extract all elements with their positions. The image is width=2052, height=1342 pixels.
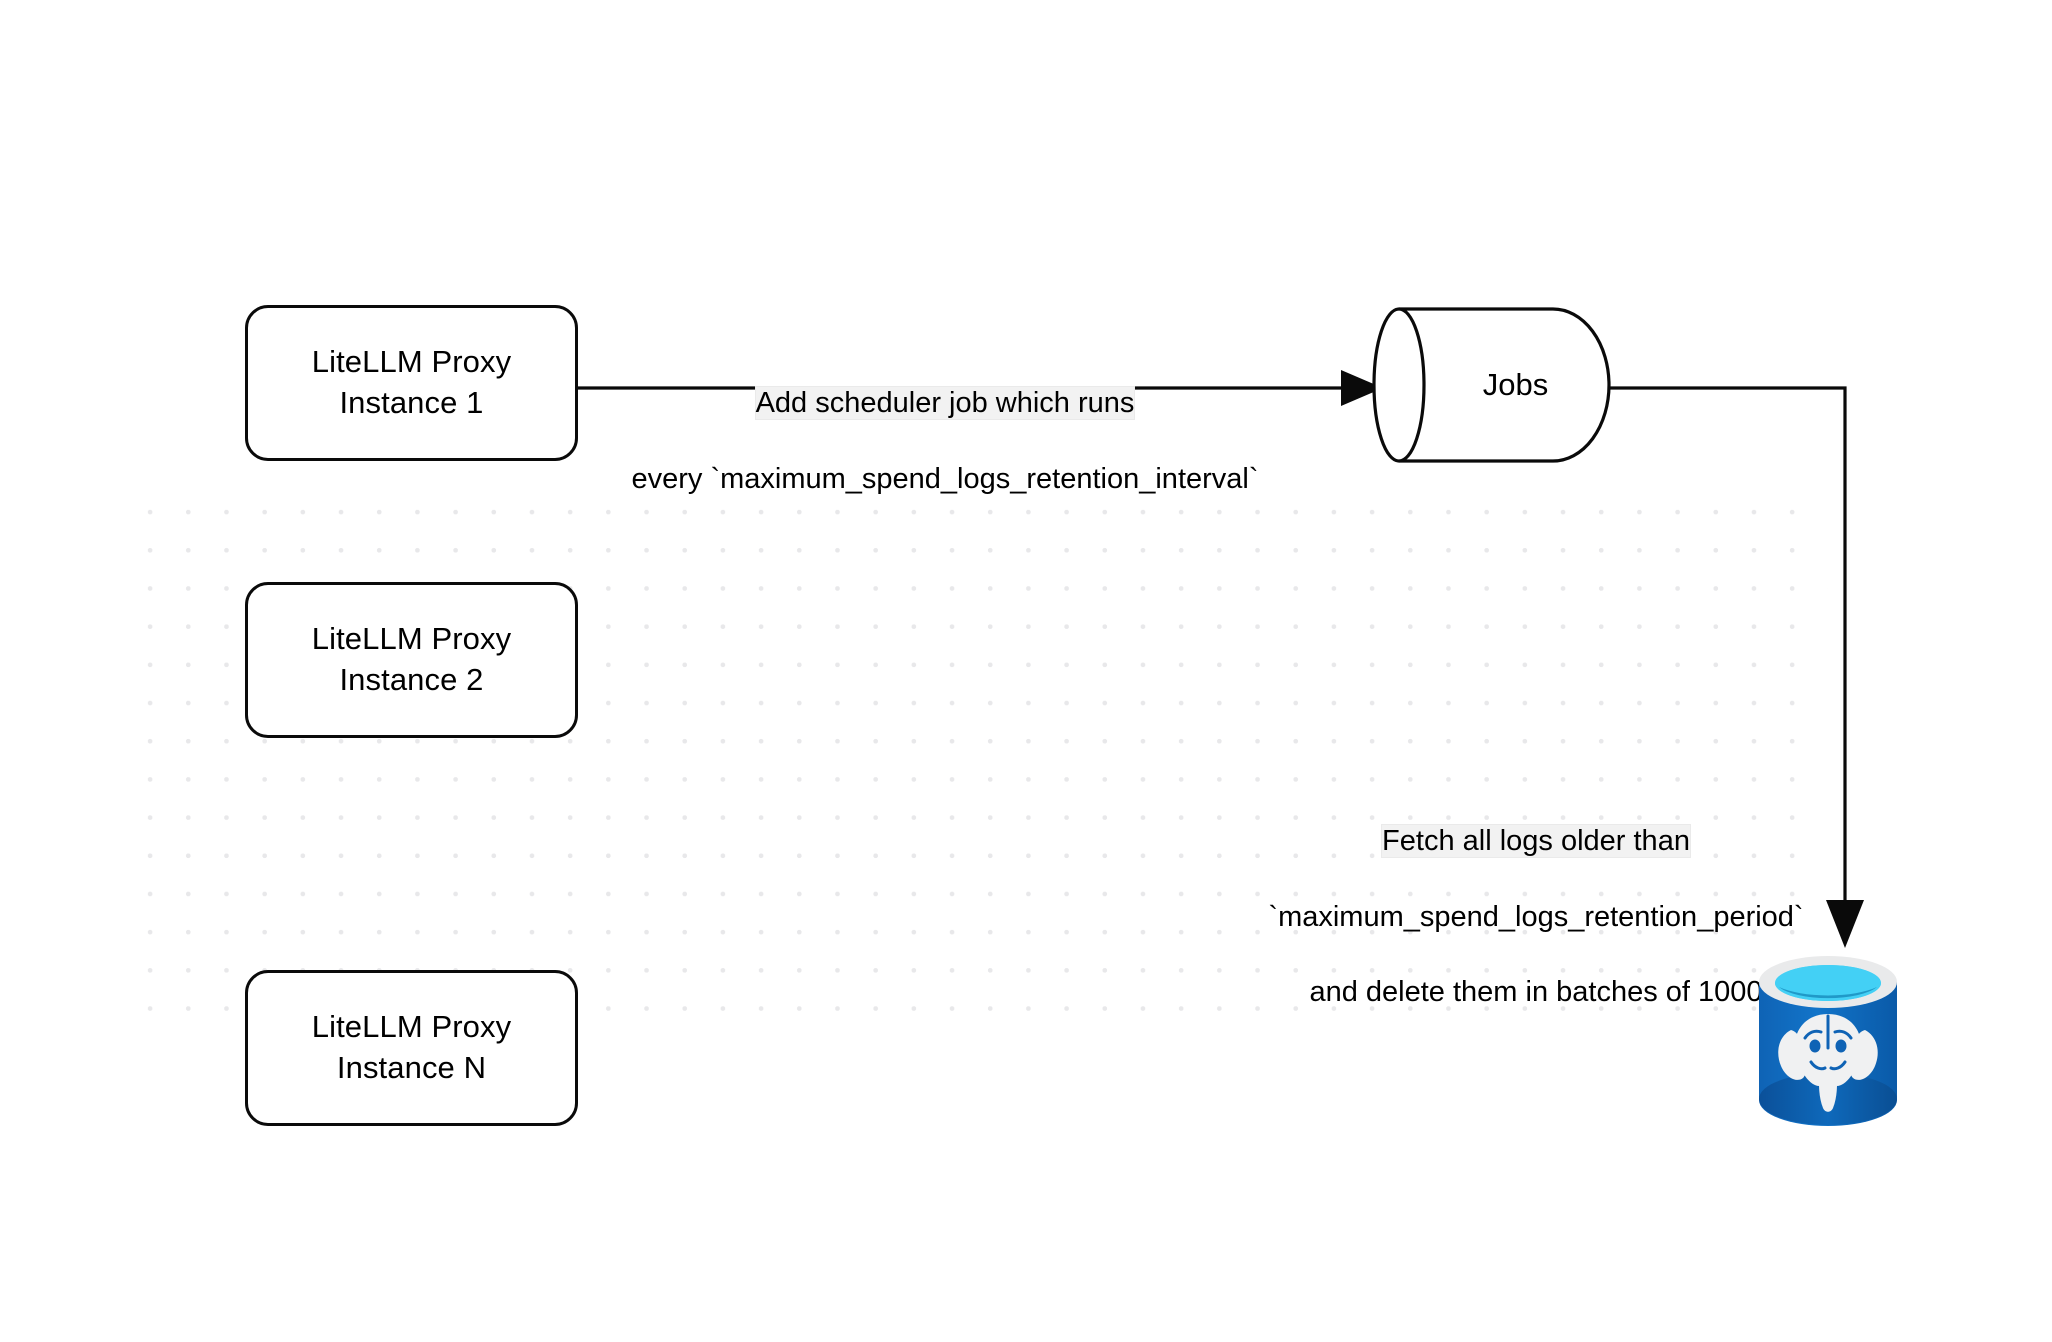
edge-label-highlight: Add scheduler job which runs <box>755 387 1135 420</box>
node-postgres-database[interactable] <box>1753 952 1903 1130</box>
edge-label-line-3: and delete them in batches of 1000 <box>1309 976 1763 1009</box>
cylinder-shape <box>1372 307 1611 463</box>
edge-label-fetch-delete: Fetch all logs older than `maximum_spend… <box>1236 748 1836 1050</box>
node-label: LiteLLM Proxy Instance N <box>311 1009 512 1085</box>
edge-label-line-2: `maximum_spend_logs_retention_period` <box>1268 900 1804 933</box>
node-jobs-cylinder[interactable]: Jobs <box>1372 305 1611 465</box>
edge-label-line-1: Fetch all logs older than <box>1236 786 1836 861</box>
edge-label-highlight: Fetch all logs older than <box>1382 825 1690 858</box>
node-label: Jobs <box>1482 367 1549 402</box>
edge-label-line-2: every `maximum_spend_logs_retention_inte… <box>631 462 1259 495</box>
node-litellm-proxy-instance-1[interactable]: LiteLLM Proxy Instance 1 <box>245 305 578 461</box>
edge-label-line-1: Add scheduler job which runs <box>580 348 1310 423</box>
postgres-database-icon <box>1759 956 1897 1126</box>
node-label: LiteLLM Proxy Instance 2 <box>311 621 512 697</box>
edge-label-scheduler: Add scheduler job which runs every `maxi… <box>580 310 1310 536</box>
node-label: LiteLLM Proxy Instance 1 <box>311 344 512 420</box>
node-litellm-proxy-instance-2[interactable]: LiteLLM Proxy Instance 2 <box>245 582 578 738</box>
node-litellm-proxy-instance-n[interactable]: LiteLLM Proxy Instance N <box>245 970 578 1126</box>
